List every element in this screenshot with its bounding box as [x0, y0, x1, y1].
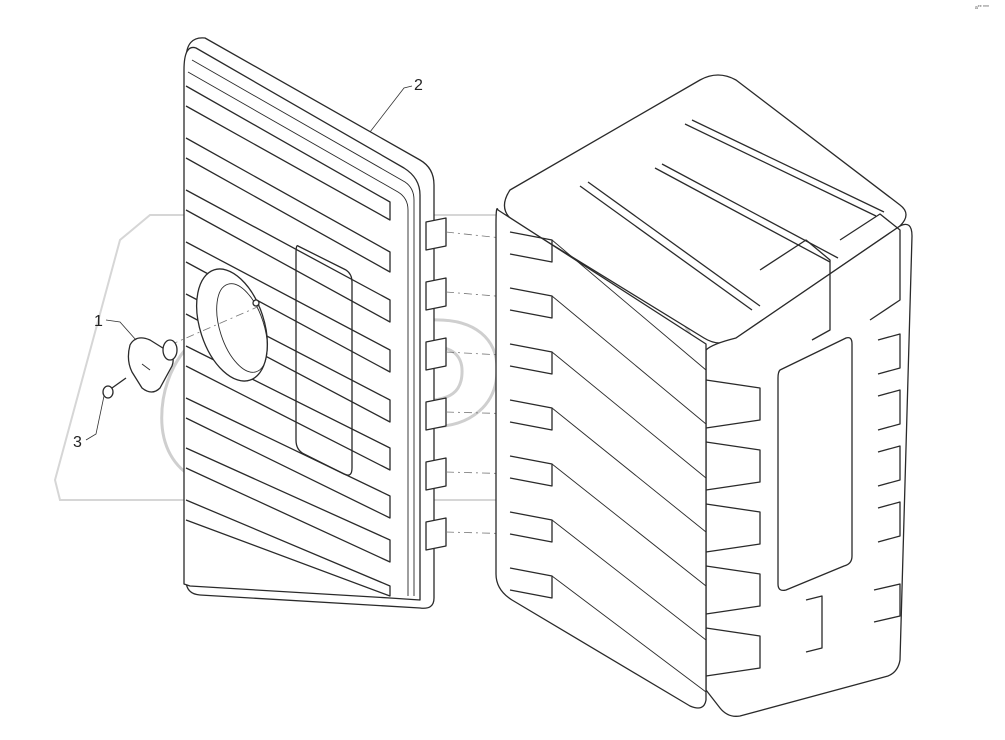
callout-3-leader — [85, 395, 105, 441]
box-top-grooves — [579, 119, 885, 311]
lock-keyway — [141, 363, 151, 371]
lid-lock-hole — [196, 268, 268, 382]
lid-lock-hole-inner — [216, 283, 268, 373]
box-strap-band — [759, 239, 831, 341]
callout-3: 3 — [73, 395, 105, 451]
callout-3-label: 3 — [73, 434, 82, 451]
lid-ribs — [185, 85, 391, 597]
box-strap-band-2 — [839, 213, 901, 321]
lock-part-1 — [127, 337, 178, 393]
box-side-ribs — [705, 333, 901, 677]
callout-1-leader — [105, 319, 137, 341]
box-front-face — [495, 207, 707, 709]
key-bow — [102, 385, 114, 399]
lid-rim-line-2 — [187, 71, 409, 596]
lid-rim-line — [191, 59, 415, 596]
key-part-3 — [102, 377, 127, 399]
corner-code: a** *** — [975, 5, 989, 11]
box-side-label-recess — [777, 336, 853, 592]
box-front-ribs — [509, 231, 707, 693]
lid-lock-pin — [252, 299, 260, 307]
lock-handle — [127, 337, 174, 393]
box-right-face — [705, 223, 913, 717]
lid-part-2 — [183, 37, 447, 609]
lid-hinge-tabs — [425, 217, 447, 551]
callout-2-label: 2 — [414, 77, 423, 94]
callout-1-label: 1 — [94, 313, 103, 330]
callout-1: 1 — [94, 313, 137, 341]
box-body — [495, 74, 913, 717]
lid-label-recess — [295, 245, 353, 476]
callout-2: 2 — [369, 77, 423, 133]
lock-barrel — [162, 339, 178, 361]
key-blade — [111, 377, 127, 389]
callout-2-leader — [369, 85, 413, 133]
